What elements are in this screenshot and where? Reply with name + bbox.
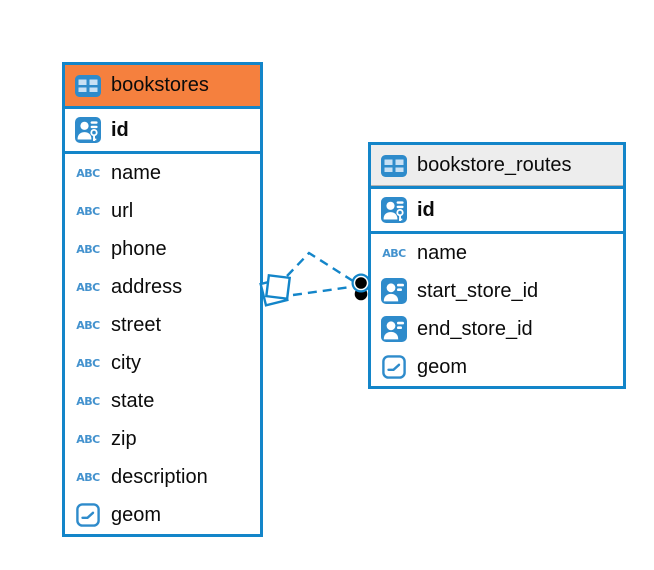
column-row[interactable]: ABC state — [65, 382, 260, 420]
column-row[interactable]: start_store_id — [371, 272, 623, 310]
column-name: id — [111, 118, 129, 141]
table-header-bookstore-routes[interactable]: bookstore_routes — [371, 145, 623, 189]
table-icon — [380, 155, 408, 177]
column-row[interactable]: ABC address — [65, 268, 260, 306]
column-name: street — [111, 313, 162, 336]
column-row-pk[interactable]: id — [371, 189, 623, 234]
primary-key-user-icon — [74, 117, 102, 143]
column-name: address — [111, 275, 183, 298]
column-row[interactable]: ABC street — [65, 306, 260, 344]
entity-table-bookstores[interactable]: bookstores id ABC name ABC url ABC phone… — [62, 62, 263, 537]
column-name: url — [111, 199, 134, 222]
text-type-icon: ABC — [76, 432, 100, 446]
column-name: zip — [111, 427, 137, 450]
column-row[interactable]: ABC description — [65, 458, 260, 496]
column-name: geom — [417, 355, 468, 378]
text-type-icon: ABC — [76, 318, 100, 332]
text-type-icon: ABC — [76, 280, 100, 294]
fk-dashed-line-upper[interactable] — [286, 251, 354, 283]
table-name: bookstore_routes — [417, 154, 572, 176]
text-type-icon: ABC — [382, 246, 406, 260]
column-name: id — [417, 198, 435, 221]
column-name: end_store_id — [417, 317, 533, 340]
column-row[interactable]: ABC url — [65, 192, 260, 230]
one-end-marker-dots — [351, 273, 371, 301]
fk-dashed-line-lower[interactable] — [292, 285, 352, 297]
column-row[interactable]: ABC city — [65, 344, 260, 382]
column-name: geom — [111, 503, 162, 526]
geometry-type-icon — [380, 355, 408, 379]
column-row[interactable]: geom — [65, 496, 260, 534]
column-row[interactable]: ABC phone — [65, 230, 260, 268]
column-name: phone — [111, 237, 167, 260]
table-icon — [74, 75, 102, 97]
column-row[interactable]: end_store_id — [371, 310, 623, 348]
column-row[interactable]: ABC name — [65, 154, 260, 192]
column-row[interactable]: ABC zip — [65, 420, 260, 458]
text-type-icon: ABC — [76, 166, 100, 180]
foreign-key-connector[interactable] — [259, 251, 371, 307]
column-name: name — [417, 241, 468, 264]
column-row[interactable]: ABC name — [371, 234, 623, 272]
column-row[interactable]: geom — [371, 348, 623, 386]
table-name: bookstores — [111, 74, 209, 96]
column-name: state — [111, 389, 155, 412]
primary-key-user-icon — [380, 197, 408, 223]
column-name: city — [111, 351, 141, 374]
column-name: name — [111, 161, 162, 184]
table-header-bookstores[interactable]: bookstores — [65, 65, 260, 109]
many-end-marker-squares — [259, 273, 292, 307]
column-row-pk[interactable]: id — [65, 109, 260, 154]
entity-table-bookstore-routes[interactable]: bookstore_routes id ABC name start_store… — [368, 142, 626, 389]
column-name: start_store_id — [417, 279, 539, 302]
geometry-type-icon — [74, 503, 102, 527]
text-type-icon: ABC — [76, 470, 100, 484]
text-type-icon: ABC — [76, 204, 100, 218]
column-name: description — [111, 465, 208, 488]
text-type-icon: ABC — [76, 242, 100, 256]
text-type-icon: ABC — [76, 356, 100, 370]
text-type-icon: ABC — [76, 394, 100, 408]
reference-user-icon — [380, 278, 408, 304]
reference-user-icon — [380, 316, 408, 342]
